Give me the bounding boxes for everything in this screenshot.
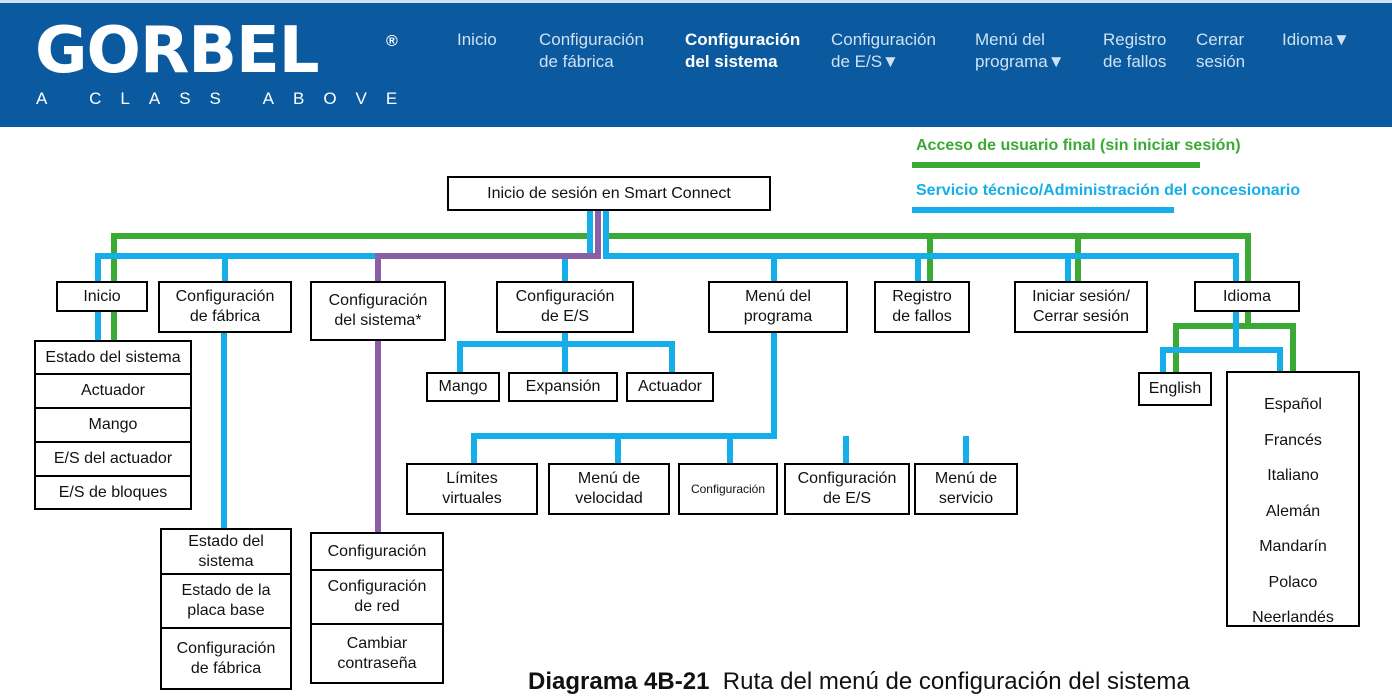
nav-registro-fallos[interactable]: Registro de fallos	[1103, 30, 1167, 71]
programa-menu-velocidad[interactable]: Menú de velocidad	[548, 463, 670, 515]
node-inicio[interactable]: Inicio	[56, 281, 148, 312]
legend-dealer: Servicio técnico/Administración del conc…	[916, 182, 1301, 199]
caption-text: Ruta del menú de configuración del siste…	[722, 668, 1190, 695]
item-actuador[interactable]: Actuador	[34, 374, 192, 408]
programa-configuracion-es[interactable]: Configuración de E/S	[784, 463, 910, 515]
es-actuador[interactable]: Actuador	[626, 372, 714, 402]
lang-neerlandes[interactable]: Neerlandés	[1252, 609, 1334, 626]
item-mango[interactable]: Mango	[34, 408, 192, 442]
header-bar: GORBEL ® A CLASS ABOVE Inicio Configurac…	[0, 0, 1392, 127]
lang-mandarin[interactable]: Mandarín	[1259, 538, 1327, 555]
programa-menu-servicio[interactable]: Menú de servicio	[914, 463, 1018, 515]
registered-mark: ®	[386, 33, 398, 50]
item-es-actuador[interactable]: E/S del actuador	[34, 442, 192, 476]
idioma-language-list: Español Francés Italiano Alemán Mandarín…	[1226, 371, 1360, 627]
es-mango[interactable]: Mango	[426, 372, 500, 402]
nav-configuracion-sistema[interactable]: Configuración del sistema	[685, 30, 801, 71]
node-configuracion-es[interactable]: Configuración de E/S	[496, 281, 634, 333]
node-configuracion-sistema[interactable]: Configuración del sistema*	[310, 281, 446, 341]
node-idioma[interactable]: Idioma	[1194, 281, 1300, 312]
sistema-submenu: Configuración Configuración de red Cambi…	[310, 532, 444, 684]
lang-frances[interactable]: Francés	[1264, 431, 1322, 449]
logo-tagline: A CLASS ABOVE	[36, 89, 417, 108]
nav-configuracion-es[interactable]: Configuración de E/S▼	[831, 30, 936, 71]
item-fabrica-configuracion[interactable]: Configuración de fábrica	[160, 628, 292, 690]
item-fabrica-estado-sistema[interactable]: Estado del sistema	[160, 528, 292, 574]
legend-end-user: Acceso de usuario final (sin iniciar ses…	[916, 137, 1241, 154]
item-cambiar-contrasena[interactable]: Cambiar contraseña	[310, 624, 444, 684]
lang-espanol[interactable]: Español	[1264, 396, 1322, 413]
item-estado-placa-base[interactable]: Estado de la placa base	[160, 574, 292, 628]
lang-italiano[interactable]: Italiano	[1267, 467, 1319, 484]
item-sistema-configuracion[interactable]: Configuración	[310, 532, 444, 570]
programa-limites-virtuales[interactable]: Límites virtuales	[406, 463, 538, 515]
nav-inicio[interactable]: Inicio	[457, 30, 497, 49]
item-estado-sistema[interactable]: Estado del sistema	[34, 340, 192, 374]
programa-configuracion[interactable]: Configuración	[678, 463, 778, 515]
nav-cerrar-sesion[interactable]: Cerrar sesión	[1196, 30, 1246, 71]
nav-configuracion-fabrica[interactable]: Configuración de fábrica	[539, 30, 644, 71]
item-configuracion-red[interactable]: Configuración de red	[310, 570, 444, 624]
purple-connectors	[375, 210, 601, 534]
legend-blue-line	[912, 207, 1174, 213]
node-configuracion-fabrica[interactable]: Configuración de fábrica	[158, 281, 292, 333]
caption-number: Diagrama 4B-21	[528, 668, 710, 695]
lang-aleman[interactable]: Alemán	[1265, 502, 1321, 520]
root-smart-connect-login[interactable]: Inicio de sesión en Smart Connect	[447, 176, 771, 211]
node-menu-programa[interactable]: Menú del programa	[708, 281, 848, 333]
gorbel-logo[interactable]: GORBEL	[35, 14, 319, 88]
node-registro-fallos[interactable]: Registro de fallos	[874, 281, 970, 333]
es-expansion[interactable]: Expansión	[508, 372, 618, 402]
idioma-english[interactable]: English	[1138, 372, 1212, 406]
item-es-bloques[interactable]: E/S de bloques	[34, 476, 192, 510]
nav-menu-programa[interactable]: Menú del programa▼	[975, 30, 1065, 71]
nav-idioma[interactable]: Idioma▼	[1282, 30, 1350, 49]
fabrica-submenu: Estado del sistema Estado de la placa ba…	[160, 528, 292, 690]
diagram-caption: Diagrama 4B-21 Ruta del menú de configur…	[528, 668, 1190, 696]
inicio-submenu: Estado del sistema Actuador Mango E/S de…	[34, 340, 192, 510]
lang-polaco[interactable]: Polaco	[1268, 573, 1318, 591]
node-iniciar-cerrar-sesion[interactable]: Iniciar sesión/ Cerrar sesión	[1014, 281, 1148, 333]
legend-green-line	[912, 162, 1200, 168]
